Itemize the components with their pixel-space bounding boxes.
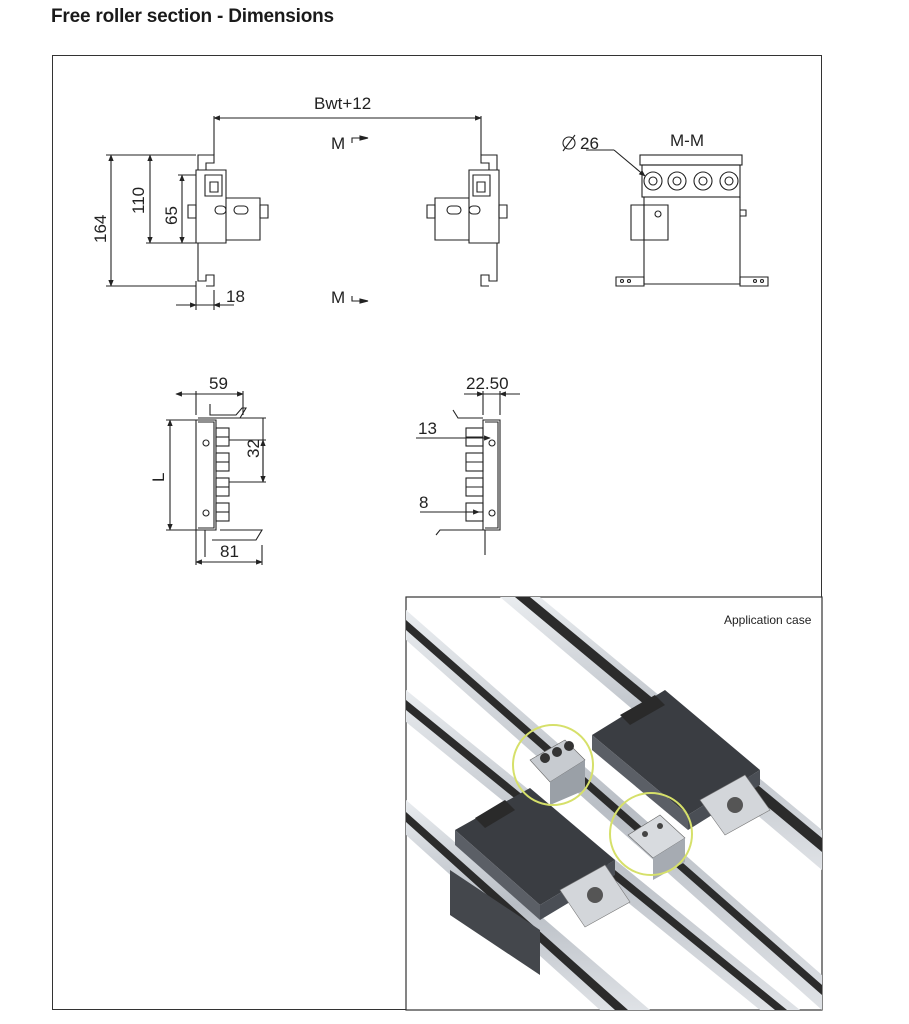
dim-diameter: 26 xyxy=(580,134,599,153)
section-title: M-M xyxy=(670,131,704,150)
front-view xyxy=(106,115,508,310)
dim-22-50: 22.50 xyxy=(466,374,509,393)
roller-circles xyxy=(643,171,739,191)
dim-32: 32 xyxy=(244,439,263,458)
dim-8: 8 xyxy=(419,493,428,512)
application-photo xyxy=(405,596,823,1011)
dim-13: 13 xyxy=(418,419,437,438)
dim-bwt: Bwt+12 xyxy=(314,94,371,113)
dim-65: 65 xyxy=(162,206,181,225)
side-view-right xyxy=(416,391,520,555)
dim-110: 110 xyxy=(129,187,148,214)
roller-stack-left xyxy=(215,427,230,522)
photo-caption: Application case xyxy=(724,613,812,627)
side-view-left xyxy=(166,391,266,565)
section-marker-top: M xyxy=(331,134,345,153)
dim-81: 81 xyxy=(220,542,239,561)
diameter-icon xyxy=(562,134,576,152)
page-title: Free roller section - Dimensions xyxy=(51,6,334,27)
section-view xyxy=(586,149,769,287)
roller-stack-right xyxy=(465,427,484,522)
dim-164: 164 xyxy=(91,215,110,243)
dim-18: 18 xyxy=(226,287,245,306)
section-marker-bottom: M xyxy=(331,288,345,307)
dim-59: 59 xyxy=(209,374,228,393)
dim-L: L xyxy=(149,473,168,482)
caption-background xyxy=(720,607,816,629)
